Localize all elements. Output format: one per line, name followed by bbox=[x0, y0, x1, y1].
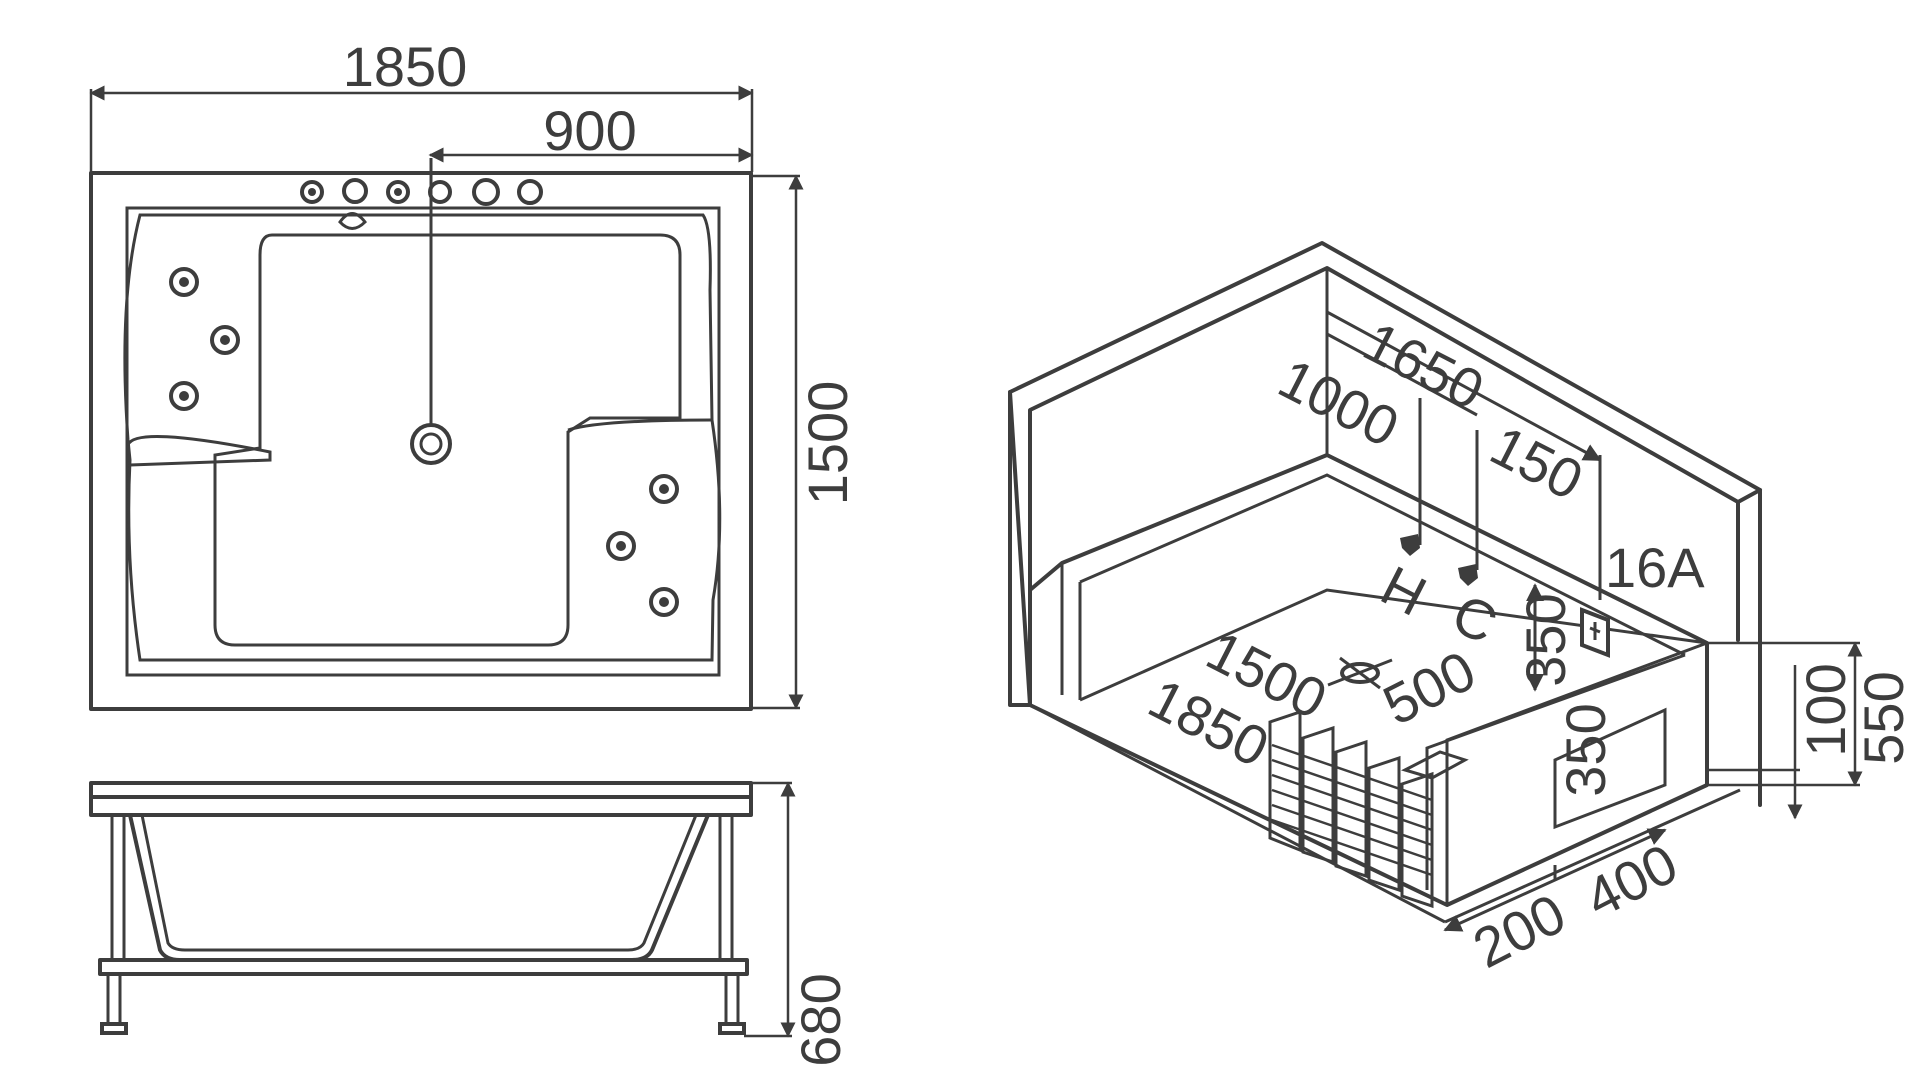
dim-900-label: 900 bbox=[543, 99, 636, 162]
control-knob-center-icon bbox=[308, 188, 316, 196]
drain-icon bbox=[410, 423, 452, 465]
leg-left bbox=[106, 972, 122, 1026]
step-block bbox=[1301, 725, 1335, 865]
tub-outer-rim bbox=[89, 171, 753, 711]
valve-icon bbox=[517, 179, 543, 205]
step-block bbox=[1400, 771, 1434, 909]
side-rim-lower bbox=[89, 795, 753, 817]
spout-icon bbox=[342, 178, 368, 204]
step-block bbox=[1268, 709, 1302, 853]
plan-view: 1850 900 bbox=[89, 35, 859, 711]
dim-150-line bbox=[1419, 382, 1478, 417]
drain-cross-b bbox=[1339, 656, 1381, 690]
dim-550-label: 550 bbox=[1852, 671, 1908, 764]
side-view: 680 bbox=[89, 781, 852, 1067]
drain-inner-icon bbox=[419, 432, 443, 456]
jet-center-icon bbox=[659, 597, 669, 607]
left-seat-edge bbox=[126, 435, 272, 467]
step-top bbox=[1400, 750, 1469, 780]
control-knob-center-icon bbox=[394, 188, 402, 196]
foot-left bbox=[100, 1022, 128, 1035]
dim-350-socket-label: 350 bbox=[1514, 593, 1577, 686]
step-block bbox=[1367, 755, 1401, 893]
basin-outline bbox=[123, 213, 722, 662]
dim-150-label: 150 bbox=[1481, 413, 1593, 512]
platform-inner-top bbox=[1079, 473, 1686, 657]
valve-icon bbox=[472, 178, 500, 206]
side-frame-base bbox=[98, 958, 749, 976]
socket-rating-label: 16A bbox=[1605, 536, 1705, 599]
cold-valve-icon bbox=[1458, 564, 1478, 586]
side-basin bbox=[128, 813, 710, 962]
dim-1000-line bbox=[1326, 332, 1421, 386]
side-rim-top bbox=[89, 781, 753, 799]
jet-center-icon bbox=[616, 541, 626, 551]
access-panel bbox=[1553, 707, 1667, 830]
platform-base-left bbox=[1029, 703, 1446, 924]
footwell-outline bbox=[213, 233, 682, 647]
dim-1500-label: 1500 bbox=[796, 381, 859, 506]
dim-100-label: 100 bbox=[1794, 663, 1857, 756]
dim-500-drain-label: 500 bbox=[1373, 638, 1485, 737]
dim-1850-label: 1850 bbox=[343, 35, 468, 98]
leg-right bbox=[724, 972, 740, 1026]
foot-right bbox=[718, 1022, 746, 1035]
jet-center-icon bbox=[220, 335, 230, 345]
hot-label: H bbox=[1372, 553, 1437, 627]
dim-1650-line bbox=[1326, 310, 1602, 462]
jet-center-icon bbox=[179, 277, 189, 287]
hand-shower-icon bbox=[338, 212, 367, 230]
right-seat-edge bbox=[567, 418, 713, 432]
dim-680-label: 680 bbox=[789, 973, 852, 1066]
jet-center-icon bbox=[659, 484, 669, 494]
step-hatching bbox=[1271, 743, 1433, 877]
back-wall-left-edge bbox=[1008, 390, 1032, 707]
hot-valve-icon bbox=[1400, 534, 1420, 556]
step-blocks bbox=[1268, 709, 1469, 909]
installation-view: 1650 1000 150 16A H C 350 1500 500 1850 … bbox=[1008, 241, 1908, 980]
side-basin-inner bbox=[140, 814, 698, 952]
jet-center-icon bbox=[179, 391, 189, 401]
dim-350-panel-label: 350 bbox=[1554, 703, 1617, 796]
jet-icons bbox=[169, 267, 679, 617]
valve-icon bbox=[428, 180, 452, 204]
